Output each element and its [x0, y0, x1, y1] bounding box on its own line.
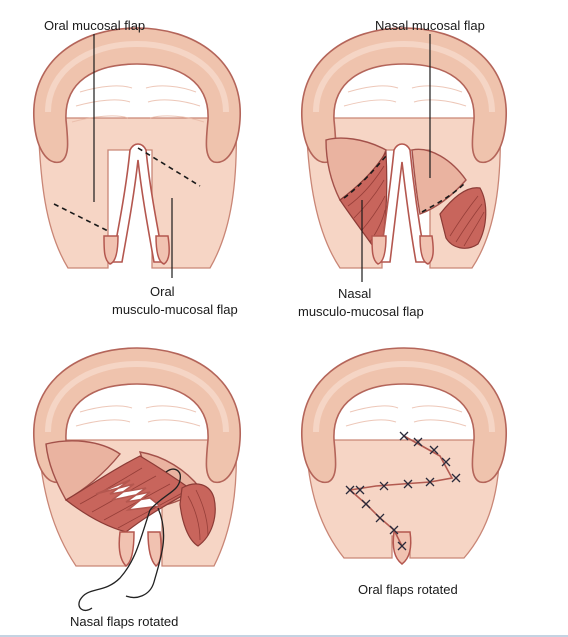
uvula-repaired: [392, 531, 412, 565]
panel-nasal-flaps-rotated: Nasal flaps rotated: [33, 347, 241, 629]
muscle-fibers-left: [347, 165, 386, 243]
panel-oral-flaps-rotated: Oral flaps rotated: [301, 347, 507, 597]
palatal-rugae: [71, 85, 205, 123]
oral-flap-reflected-right: [411, 148, 467, 215]
sutures: [345, 431, 461, 551]
nasal-musculo-flap-label-1: Nasal: [338, 286, 371, 301]
muscle-fibers-right: [449, 195, 485, 247]
levator-muscle-right: [179, 483, 216, 547]
uvula-half-right: [147, 531, 162, 567]
uvula-half-left: [371, 235, 387, 265]
oral-flap-reflected-left: [45, 440, 122, 501]
muscle-fibers-right: [187, 489, 209, 541]
oral-flaps-rotated-label: Oral flaps rotated: [358, 582, 458, 597]
uvula-half-left: [118, 531, 135, 567]
oral-musculo-flap-label-1: Oral: [150, 284, 175, 299]
nasal-flaps-rotated-label: Nasal flaps rotated: [70, 614, 178, 629]
nasal-mucosal-flap-label: Nasal mucosal flap: [375, 18, 485, 33]
uvula-half-left: [103, 235, 119, 265]
nasal-musculo-flap-label-2: musculo-mucosal flap: [298, 304, 424, 319]
oral-flap-suture-line: [348, 435, 454, 547]
incision-left: [53, 203, 111, 233]
incision-left: [343, 155, 387, 199]
oral-musculo-flap-label-2: musculo-mucosal flap: [112, 302, 238, 317]
uvula-half-right: [419, 235, 434, 265]
alveolar-ridge: [301, 347, 507, 484]
palatal-rugae: [343, 85, 467, 107]
zigzag-suture-gap: [95, 479, 162, 512]
panel-oral-mucosal-incisions: Oral mucosal flap Oral musculo-mucosal f…: [33, 18, 241, 317]
suture-threads: [78, 468, 181, 612]
palate-surface: [37, 117, 237, 269]
incision-right: [137, 147, 201, 187]
oral-mucosal-flap-label: Oral mucosal flap: [44, 18, 145, 33]
panel-nasal-mucosal-elevation: Nasal mucosal flap Nasal musculo-mucosal…: [298, 18, 507, 319]
palatal-rugae: [345, 405, 467, 427]
uvula-half-right: [155, 235, 170, 265]
alveolar-ridge: [33, 27, 241, 164]
incision-right: [421, 181, 467, 213]
palatal-rugae: [75, 405, 201, 427]
